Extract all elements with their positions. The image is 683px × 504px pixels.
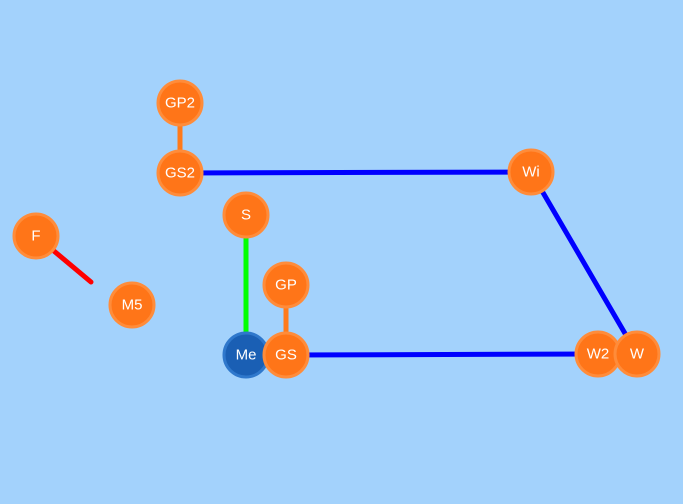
node-w2[interactable]: W2 <box>574 330 622 378</box>
node-circle-gs2[interactable] <box>156 149 204 197</box>
edge-gs-w2 <box>283 351 601 358</box>
node-circle-f[interactable] <box>12 212 60 260</box>
node-circle-gs[interactable] <box>262 331 310 379</box>
node-m5[interactable]: M5 <box>108 281 156 329</box>
node-w[interactable]: W <box>613 330 661 378</box>
node-circle-w[interactable] <box>613 330 661 378</box>
node-me[interactable]: Me <box>222 331 270 379</box>
node-circle-me[interactable] <box>222 331 270 379</box>
edge-wi-w <box>528 169 640 357</box>
edge-gs2-wi <box>177 169 534 176</box>
node-gs[interactable]: GS <box>262 331 310 379</box>
node-circle-w2[interactable] <box>574 330 622 378</box>
node-circle-gp[interactable] <box>262 261 310 309</box>
node-circle-m5[interactable] <box>108 281 156 329</box>
node-gs2[interactable]: GS2 <box>156 149 204 197</box>
node-f[interactable]: F <box>12 212 60 260</box>
node-circle-s[interactable] <box>222 191 270 239</box>
node-gp[interactable]: GP <box>262 261 310 309</box>
node-s[interactable]: S <box>222 191 270 239</box>
node-wi[interactable]: Wi <box>507 148 555 196</box>
node-circle-wi[interactable] <box>507 148 555 196</box>
node-gp2[interactable]: GP2 <box>156 79 204 127</box>
node-circle-gp2[interactable] <box>156 79 204 127</box>
